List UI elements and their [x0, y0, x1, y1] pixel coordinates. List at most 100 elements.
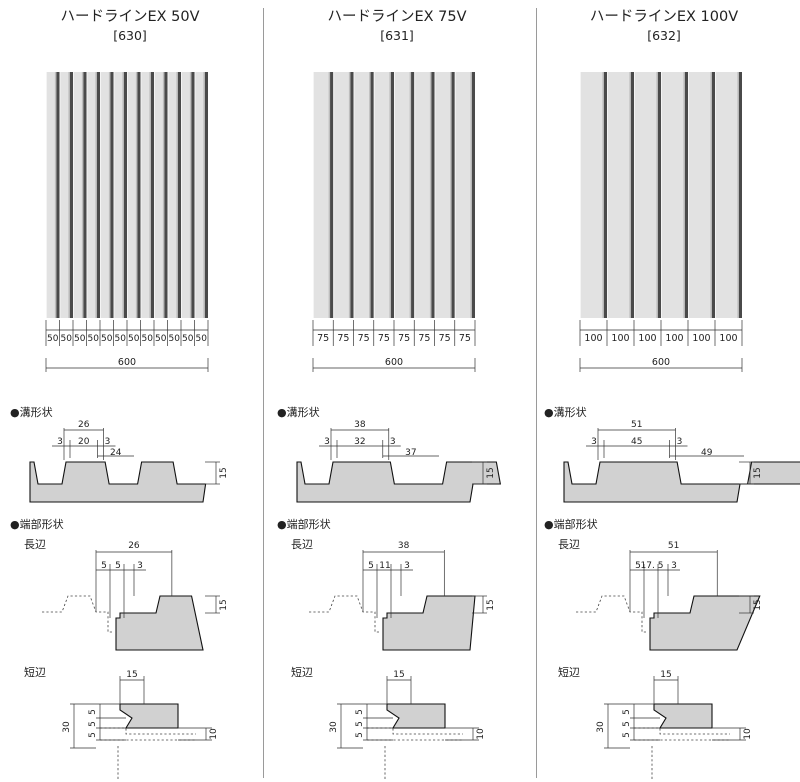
- groove-shadow: [602, 72, 604, 318]
- module-width-label: 100: [584, 333, 602, 344]
- short-s2-label: 5: [355, 721, 365, 727]
- panel-groove: [711, 72, 715, 318]
- short-side-section: [119, 703, 179, 729]
- module-width-label: 100: [611, 333, 629, 344]
- short-side-section: [653, 703, 713, 729]
- short-side-profile: [100, 703, 196, 780]
- module-width-label: 100: [692, 333, 710, 344]
- mating-panel-outline: [42, 595, 112, 633]
- long-side-label: 長辺: [291, 538, 313, 551]
- long-dim-c-label: 3: [404, 561, 410, 571]
- rib-highlight: [580, 72, 581, 318]
- short-right-label: 10: [209, 728, 219, 740]
- long-depth-label: 15: [486, 599, 496, 610]
- rib-highlight: [73, 72, 74, 318]
- short-side-profile: [634, 703, 730, 780]
- module-width-label: 75: [378, 333, 390, 344]
- rib-highlight: [167, 72, 169, 318]
- groove-wall-right-label: 3: [390, 437, 396, 447]
- rib-highlight: [181, 72, 182, 318]
- module-width-label: 50: [61, 334, 73, 344]
- groove-shadow: [162, 72, 165, 318]
- rib-highlight: [607, 72, 608, 318]
- total-width-label: 600: [652, 357, 670, 368]
- groove-bottom-label: 32: [354, 437, 365, 447]
- short-total-label: 30: [596, 721, 606, 733]
- short-side-label: 短辺: [24, 665, 46, 679]
- short-s1-label: 5: [355, 709, 365, 715]
- module-width-label: 50: [142, 334, 154, 344]
- mating-panel-outline: [634, 727, 730, 780]
- groove-shadow: [629, 72, 631, 318]
- panel-groove: [191, 72, 195, 318]
- edge-section-heading: ●端部形状: [544, 517, 598, 531]
- groove-profile: [563, 461, 800, 503]
- panel-groove: [123, 72, 127, 318]
- panel-groove: [370, 72, 374, 318]
- long-dim-c-label: 3: [671, 561, 677, 571]
- groove-wall-left-label: 3: [591, 437, 597, 447]
- rib-highlight: [194, 72, 196, 318]
- panel-groove: [204, 72, 208, 318]
- module-width-label: 50: [169, 334, 181, 344]
- column-divider: [536, 8, 537, 778]
- module-width-label: 75: [459, 333, 471, 344]
- groove-section: [296, 461, 502, 503]
- short-s1-label: 5: [88, 709, 98, 715]
- long-side-label: 長辺: [558, 538, 580, 551]
- groove-shadow: [737, 72, 739, 318]
- module-width-label: 75: [317, 333, 329, 344]
- panel-image: [46, 72, 208, 318]
- long-span-label: 26: [128, 541, 140, 551]
- module-width-label: 50: [115, 334, 127, 344]
- long-side-profile: [576, 595, 761, 651]
- long-dim-b-label: 11: [379, 561, 390, 571]
- short-side-label: 短辺: [558, 665, 580, 679]
- rib-highlight: [353, 72, 355, 318]
- rib-highlight: [661, 72, 662, 318]
- long-side-section: [649, 595, 761, 651]
- panel-groove: [83, 72, 87, 318]
- long-side-section: [115, 595, 204, 651]
- groove-shadow: [81, 72, 84, 318]
- long-side-profile: [309, 595, 476, 651]
- groove-shadow: [54, 72, 57, 318]
- groove-shadow: [122, 72, 124, 318]
- groove-shadow: [369, 72, 371, 318]
- panel-groove: [431, 72, 435, 318]
- groove-wall-left-label: 3: [324, 437, 330, 447]
- panel-groove: [56, 72, 60, 318]
- panel-groove: [137, 72, 141, 318]
- product-code: [631]: [380, 28, 414, 43]
- rib-highlight: [59, 72, 61, 318]
- total-width-label: 600: [118, 357, 136, 368]
- rib-highlight: [715, 72, 716, 318]
- panel-groove: [390, 72, 394, 318]
- product-code: [632]: [647, 28, 681, 43]
- mating-panel-outline: [309, 595, 379, 633]
- groove-shadow: [149, 72, 151, 318]
- groove-section: [29, 461, 207, 503]
- groove-top-span-label: 38: [354, 420, 366, 430]
- panel-groove: [69, 72, 73, 318]
- groove-section-heading: ●溝形状: [10, 405, 53, 419]
- groove-wall-right-label: 3: [105, 437, 111, 447]
- rib-highlight: [454, 72, 456, 318]
- module-width-label: 75: [398, 333, 410, 344]
- mating-panel-outline: [367, 727, 463, 780]
- panel-image: [313, 72, 475, 318]
- groove-shadow: [656, 72, 658, 318]
- total-width-label: 600: [385, 357, 403, 368]
- rib-highlight: [373, 72, 375, 318]
- long-side-label: 長辺: [24, 538, 46, 551]
- short-side-profile: [367, 703, 463, 780]
- groove-land-label: 24: [110, 448, 122, 458]
- module-width-label: 50: [128, 334, 140, 344]
- module-width-label: 50: [155, 334, 167, 344]
- product-title: ハードラインEX 50V: [60, 9, 199, 25]
